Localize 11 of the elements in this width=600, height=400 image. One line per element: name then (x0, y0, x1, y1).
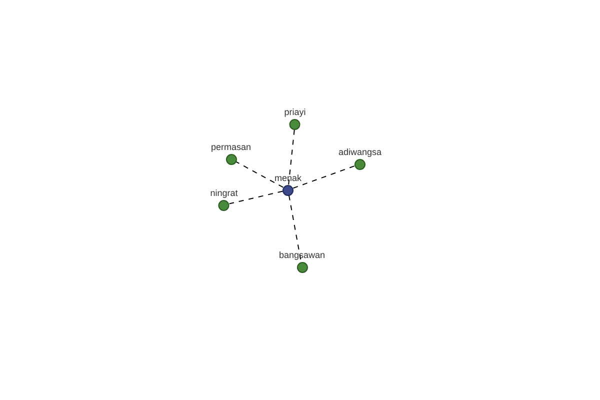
node-label: priayi (284, 106, 306, 118)
dashed-connector (292, 165, 356, 189)
node-label: menak (274, 172, 302, 184)
dashed-connector (228, 190, 284, 204)
node-label: bangsawan (278, 250, 326, 260)
node-label: adiwangsa (338, 146, 382, 158)
dashed-connector (288, 194, 302, 262)
dashed-connector (235, 161, 284, 188)
dashed-connector (288, 128, 295, 186)
node-label: permasan (210, 142, 252, 152)
node-label: ningrat (210, 188, 238, 198)
